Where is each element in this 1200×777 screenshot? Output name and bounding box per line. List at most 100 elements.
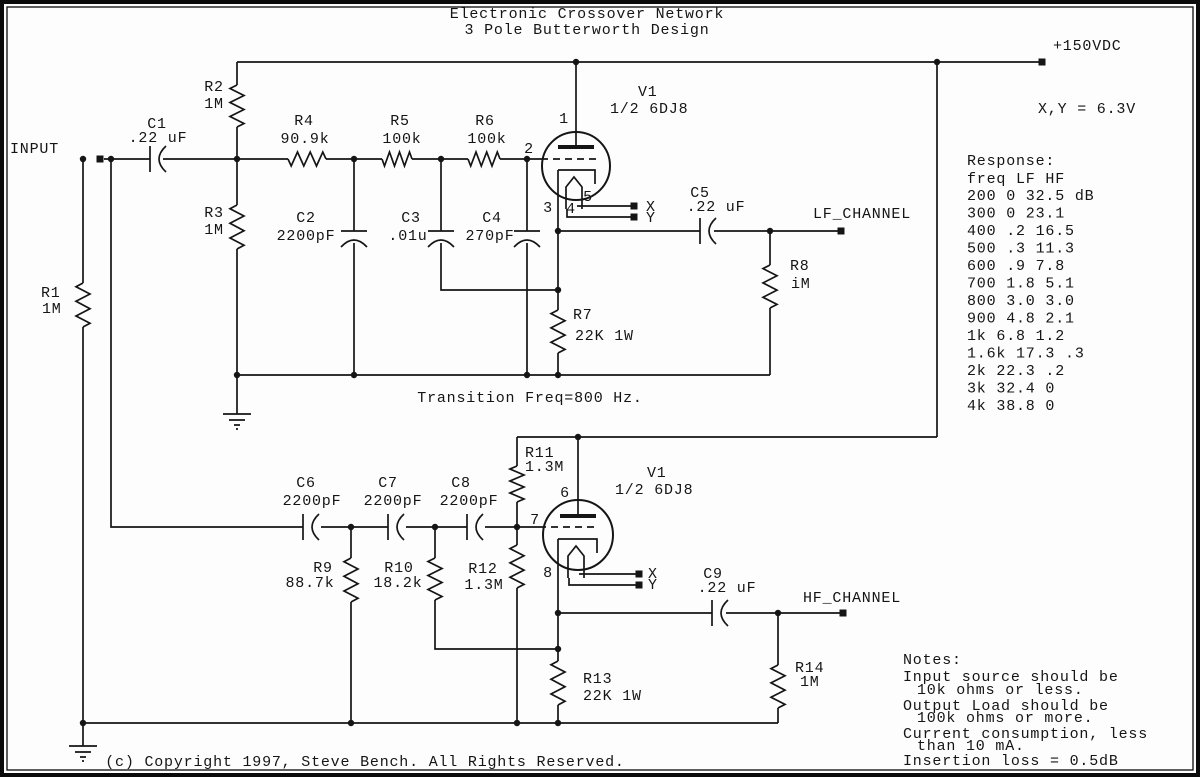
r11-value: 1.3M [525, 459, 564, 476]
tube-cathode-bracket-lower [558, 538, 598, 553]
response-row: 500 .3 11.3 [967, 241, 1075, 258]
lf-channel-label: LF_CHANNEL [813, 206, 911, 223]
r2-ref: R2 [204, 79, 224, 96]
junction-dot [554, 609, 562, 617]
resistor-R13 [549, 660, 567, 706]
resistor-R6 [467, 149, 501, 169]
notes-line: Insertion loss = 0.5dB [903, 753, 1119, 770]
r7-ref: R7 [573, 307, 593, 324]
capacitor-C3-curve [427, 239, 455, 248]
hf-channel-label: HF_CHANNEL [803, 590, 901, 607]
junction-dot [513, 523, 521, 531]
capacitor-C9-curve [720, 599, 729, 627]
r12-ref: R12 [468, 561, 497, 578]
r9-ref: R9 [313, 560, 333, 577]
response-row: 800 3.0 3.0 [967, 293, 1075, 310]
r5-value: 100k [382, 131, 421, 148]
terminal-hf-channel [839, 609, 847, 617]
junction-dot [513, 719, 521, 727]
r1-value: 1M [42, 301, 62, 318]
tube-envelope-lower [542, 499, 614, 571]
x-label-upper: X [646, 199, 656, 216]
y-label-upper: Y [646, 210, 656, 227]
terminal-y-lower [635, 581, 643, 589]
notes-heading: Notes: [903, 652, 962, 669]
junction-dot [933, 58, 941, 66]
junction-dot [350, 155, 358, 163]
copyright-notice: (c) Copyright 1997, Steve Bench. All Rig… [105, 754, 624, 771]
r9-value: 88.7k [285, 575, 334, 592]
r14-value: 1M [800, 674, 820, 691]
junction-dot [572, 58, 580, 66]
junction-dots [79, 58, 941, 727]
junction-dot [233, 371, 241, 379]
capacitor-C4-curve [513, 239, 541, 248]
tube-lower [539, 499, 636, 586]
response-row: 400 .2 16.5 [967, 223, 1075, 240]
resistor-R7 [549, 309, 567, 354]
r6-value: 100k [467, 131, 506, 148]
pin1-label: 1 [559, 111, 569, 128]
notes-line: Input source should be [903, 669, 1119, 686]
junction-dot [554, 645, 562, 653]
tube-upper-ref: V1 [638, 84, 658, 101]
c2-ref: C2 [296, 210, 316, 227]
notes-line: 10k ohms or less. [917, 682, 1084, 699]
notes-line: Current consumption, less [903, 726, 1148, 743]
response-row: 2k 22.3 .2 [967, 363, 1065, 380]
junction-dot [554, 719, 562, 727]
c5-ref: C5 [690, 185, 710, 202]
resistor-R10 [426, 557, 444, 601]
tube-heater-upper [565, 175, 583, 209]
junction-dot [431, 523, 439, 531]
junction-dot [554, 371, 562, 379]
wires [82, 61, 1042, 746]
capacitor-C8-curve [475, 513, 484, 541]
c9-ref: C9 [703, 566, 723, 583]
notes-line: Output Load should be [903, 698, 1109, 715]
c3-value: .01u [388, 228, 427, 245]
r12-value: 1.3M [464, 577, 503, 594]
junction-dot [554, 286, 562, 294]
response-row: 4k 38.8 0 [967, 398, 1055, 415]
tube-upper [541, 131, 631, 218]
response-row: 1.6k 17.3 .3 [967, 346, 1085, 363]
c8-ref: C8 [451, 475, 471, 492]
r8-value: iM [791, 276, 811, 293]
wire-c3-bootstrap [440, 159, 558, 291]
r3-value: 1M [204, 222, 224, 239]
junction-dot [437, 155, 445, 163]
r4-ref: R4 [294, 113, 314, 130]
capacitor-C7-curve [396, 513, 405, 541]
capacitor-C2-curve [340, 239, 368, 248]
junction-dot [233, 155, 241, 163]
pin5-label: 5 [583, 189, 593, 206]
tube-heater-lower [567, 544, 585, 578]
response-row: 1k 6.8 1.2 [967, 328, 1065, 345]
response-heading: Response: [967, 153, 1055, 170]
r2-value: 1M [204, 96, 224, 113]
junction-dot [523, 371, 531, 379]
resistor-R14 [769, 664, 787, 709]
terminal-x-upper [630, 202, 638, 210]
r1-ref: R1 [41, 285, 61, 302]
resistors [74, 84, 787, 709]
r10-value: 18.2k [373, 575, 422, 592]
junction-dot [523, 155, 531, 163]
resistor-R5 [381, 149, 413, 169]
resistor-R8 [761, 264, 779, 309]
c6-ref: C6 [296, 475, 316, 492]
terminal-input [96, 155, 104, 163]
schematic-title: Electronic Crossover Network [450, 6, 724, 23]
r14-ref: R14 [795, 660, 824, 677]
labels: Electronic Crossover Network 3 Pole Butt… [10, 6, 1135, 771]
junction-dot [350, 371, 358, 379]
junction-dot [79, 155, 87, 163]
r11-ref: R11 [525, 445, 554, 462]
junction-dot [766, 227, 774, 235]
r10-ref: R10 [384, 560, 413, 577]
c7-value: 2200pF [364, 493, 423, 510]
